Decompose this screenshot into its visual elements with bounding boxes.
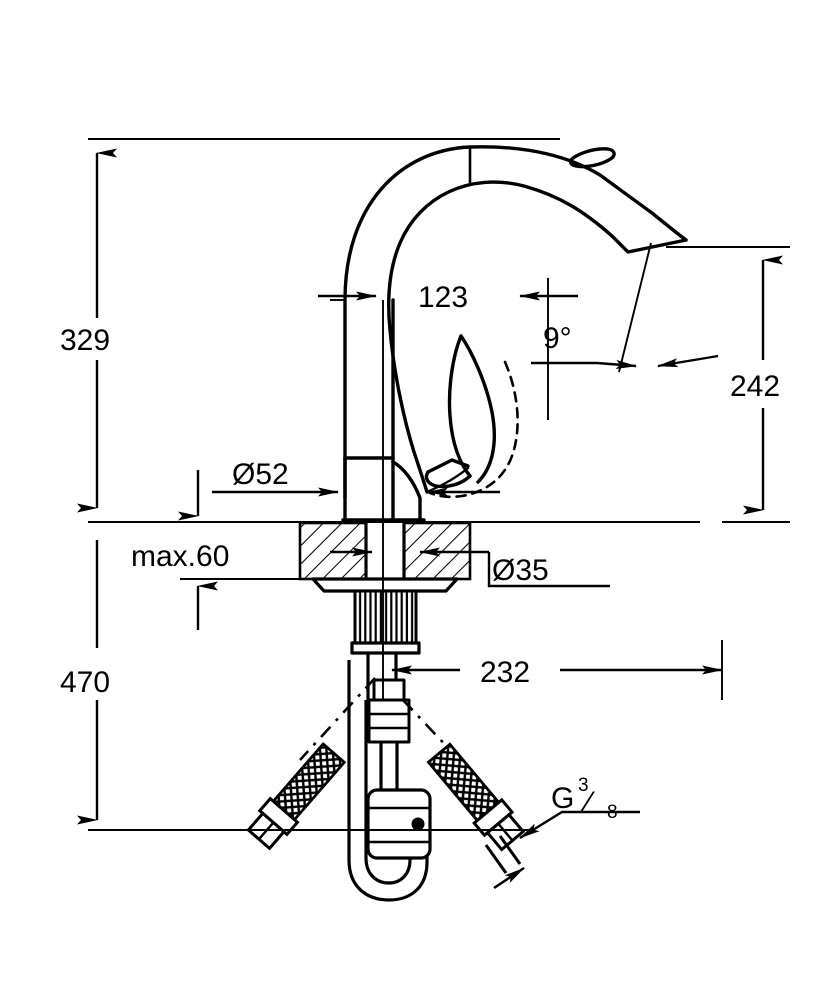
spout-inner-profile xyxy=(387,180,614,494)
mounting-washer xyxy=(311,577,459,593)
dimension-470: 470 xyxy=(60,540,110,825)
counterweight xyxy=(366,788,432,860)
lock-nut xyxy=(353,589,418,645)
spout-outer-profile xyxy=(343,145,688,500)
hose-right-nut-face xyxy=(497,822,514,842)
lever-handle-seat xyxy=(426,458,470,474)
dim-35-leader-step xyxy=(487,552,610,588)
dim-242-label: 242 xyxy=(730,370,780,403)
hose-connector-body xyxy=(367,698,411,744)
dimension-232: 232 xyxy=(391,656,723,689)
dimension-242: 242 xyxy=(730,255,783,515)
dim-diameter-35-label: Ø35 xyxy=(492,554,549,587)
faucet-geometry xyxy=(341,145,688,522)
lock-nut-cap xyxy=(350,641,421,655)
dim-g38-leader-upper xyxy=(519,810,640,840)
dimension-329: 329 xyxy=(60,148,117,513)
dim-thread-g-label: G xyxy=(551,782,574,815)
dim-9deg-arrow-right xyxy=(657,354,719,368)
spout-swivel-collar xyxy=(391,460,422,522)
hose-loop-inner xyxy=(364,700,412,885)
spout-top-button xyxy=(568,147,616,169)
shank-assembly xyxy=(311,520,459,800)
dim-232-label: 232 xyxy=(480,656,530,689)
pullout-hose-loop xyxy=(347,660,429,902)
dim-9-degree-label: 9° xyxy=(543,322,572,355)
axis-lines xyxy=(382,147,652,700)
hose-left-axis xyxy=(299,677,376,761)
lever-handle-base xyxy=(424,470,472,489)
counterweight-set-screw xyxy=(411,817,425,831)
hose-right-axis xyxy=(402,699,453,753)
dim-thread-numerator-label: 3 xyxy=(578,775,589,796)
dim-max-60-label: max.60 xyxy=(131,540,229,573)
hose-loop-outer xyxy=(347,660,429,902)
dim-9deg-leader xyxy=(531,359,637,369)
lever-handle-outer xyxy=(459,334,496,484)
dim-470-label: 470 xyxy=(60,666,110,699)
dim-g38-leader-lower xyxy=(493,867,525,889)
hose-right-tail-b xyxy=(498,835,522,865)
dimension-123: 123 xyxy=(318,281,578,314)
hose-connector-upper xyxy=(372,678,406,702)
dim-diameter-52-label: Ø52 xyxy=(232,458,289,491)
dimension-diameter-35: Ø35 xyxy=(330,547,610,588)
dimension-max-60: max.60 xyxy=(131,470,229,630)
dim-thread-denominator-label: 8 xyxy=(607,802,618,823)
dimension-diameter-52: Ø52 xyxy=(212,458,500,497)
spout-outlet-face xyxy=(610,234,688,254)
dimension-9-degree: 9° xyxy=(531,322,719,369)
supply-hose-right xyxy=(402,699,526,874)
extension-lines xyxy=(88,138,790,831)
dim-329-label: 329 xyxy=(60,324,110,357)
hose-right-tail-a xyxy=(484,844,508,874)
outlet-tilted-axis xyxy=(618,242,652,373)
dim-123-label: 123 xyxy=(418,281,468,314)
